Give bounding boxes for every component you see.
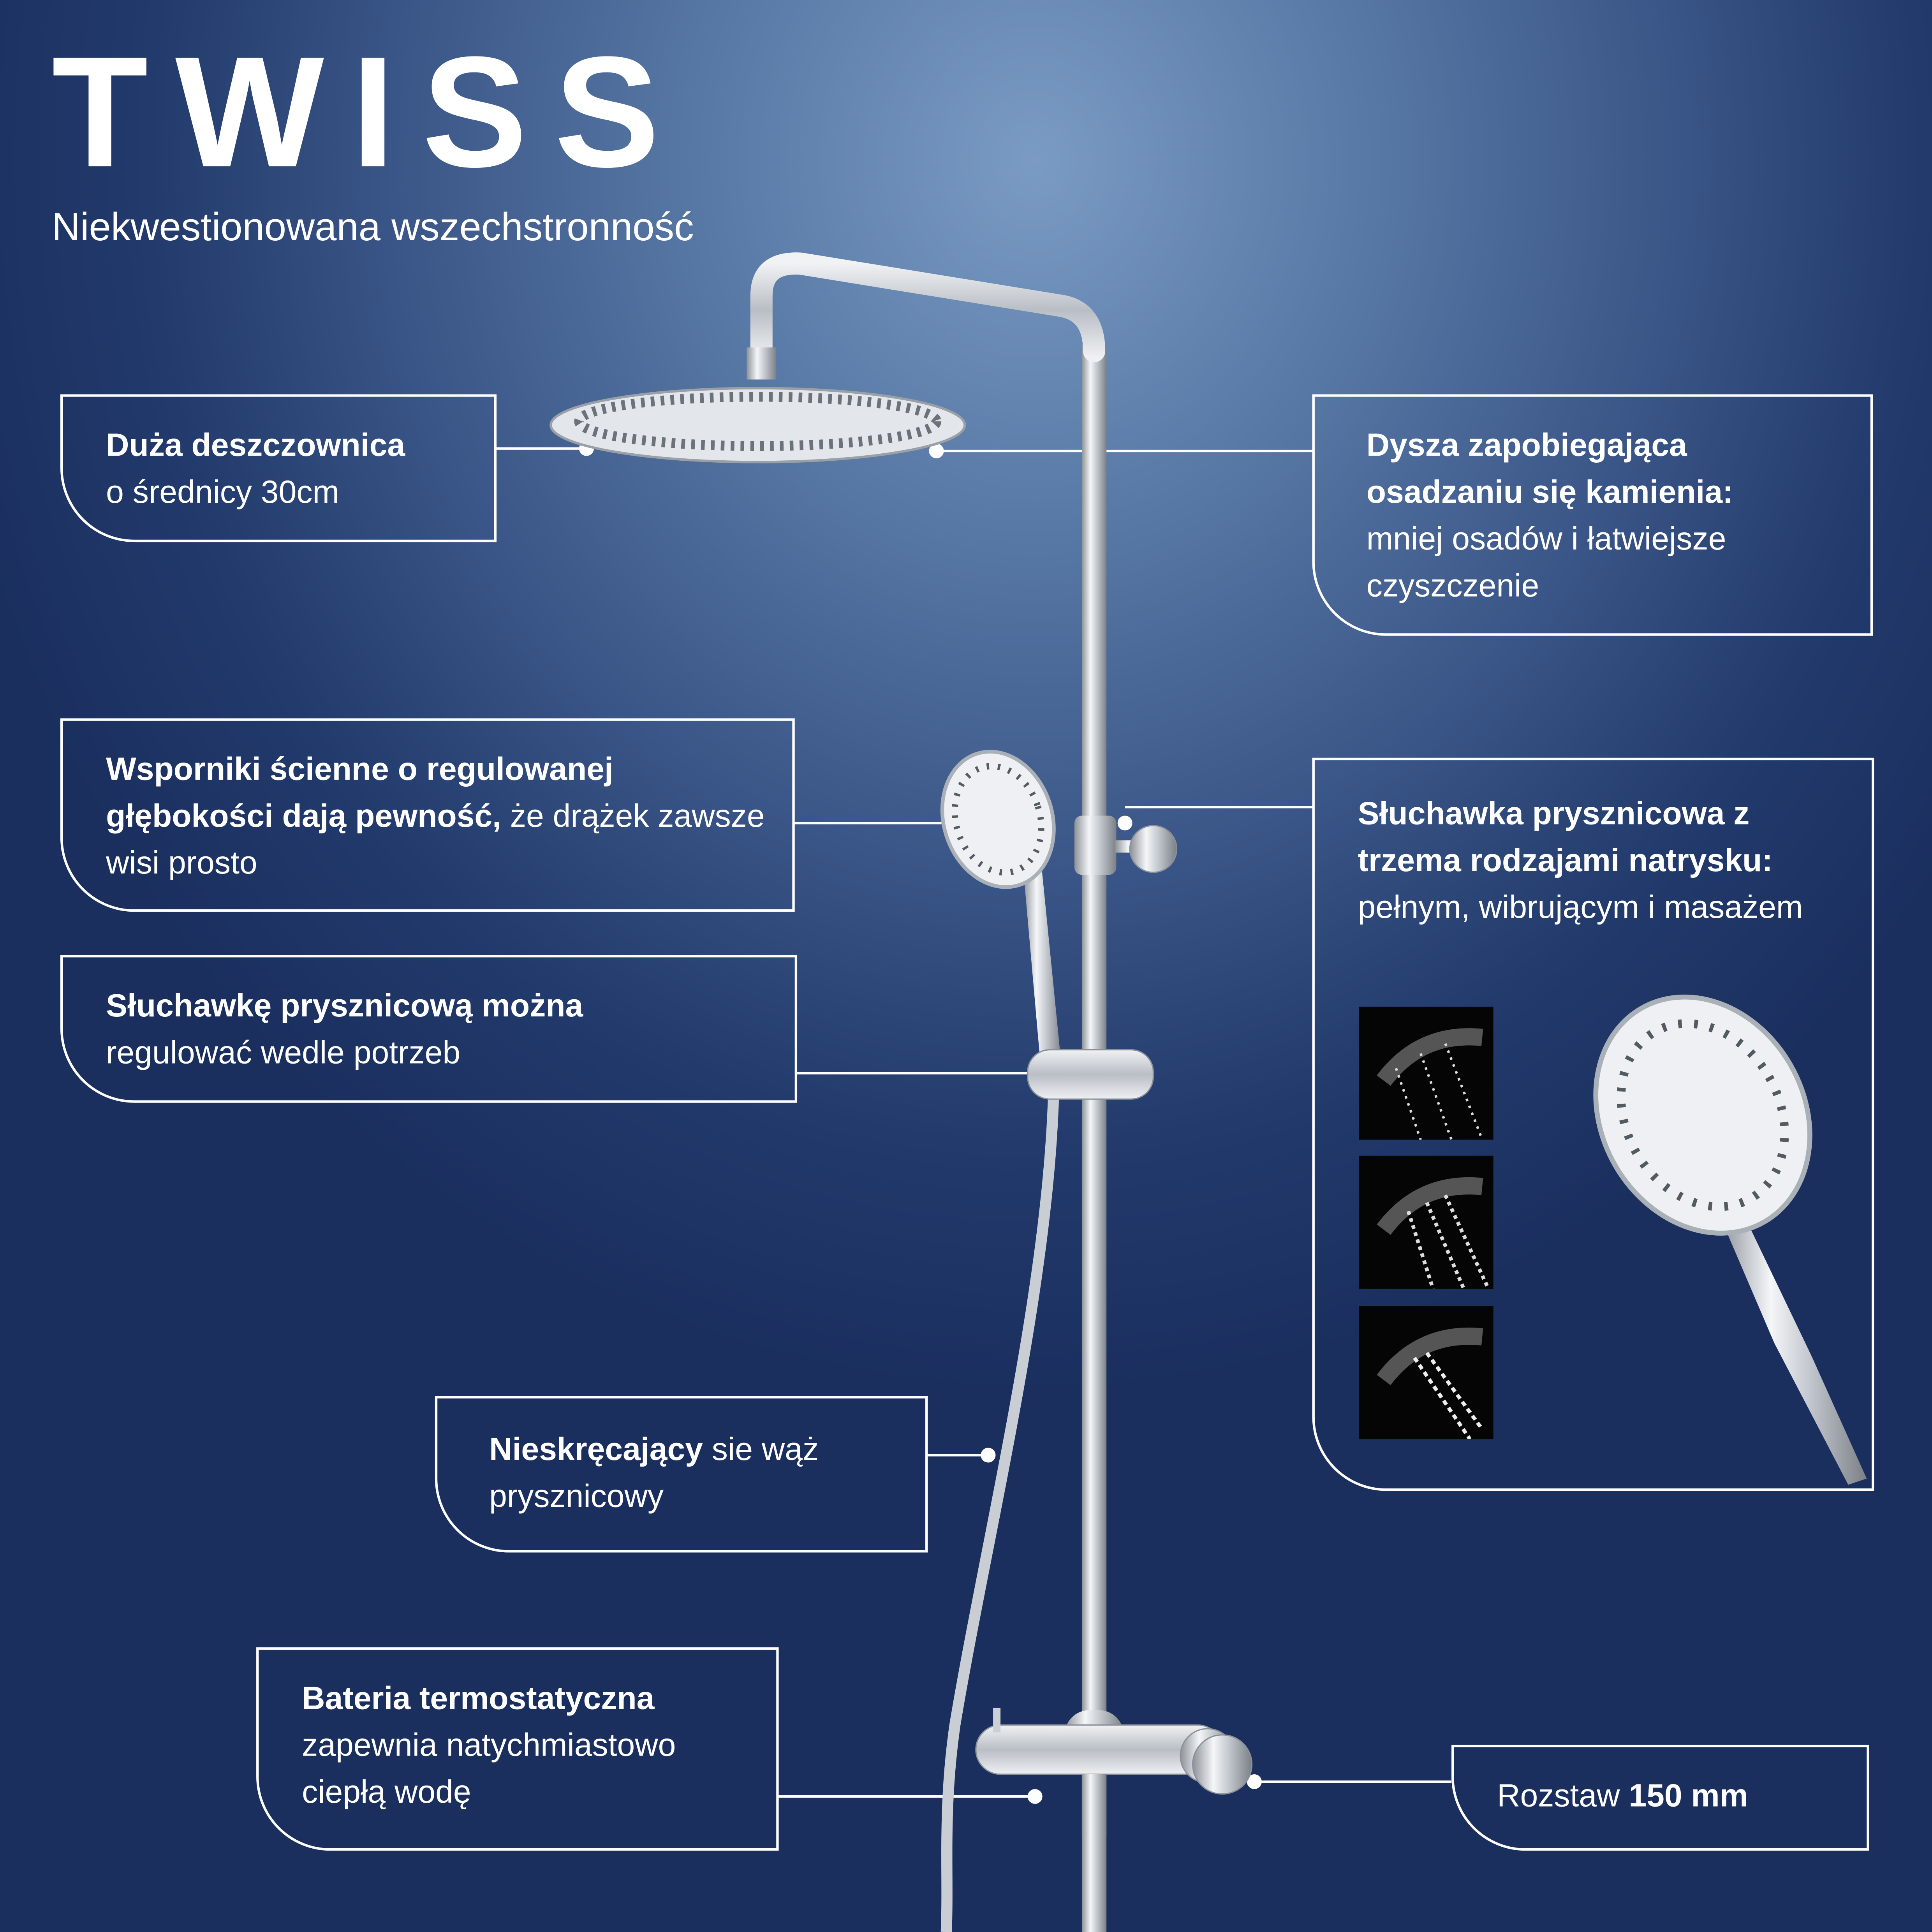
callout-bold: Duża deszczownica	[106, 426, 405, 463]
callout-bold: Dysza zapobiegająca osadzaniu się kamien…	[1366, 426, 1733, 510]
callout-bold: Nieskręcający	[489, 1430, 703, 1468]
brand-title: TWISS	[51, 25, 687, 201]
hand-shower	[940, 750, 1056, 889]
callout-bold: Słuchawkę prysznicową można	[106, 987, 583, 1024]
callout-bold: 150 mm	[1629, 1777, 1748, 1814]
callout-bold: Wsporniki ścienne o regulowanej głębokoś…	[106, 750, 613, 834]
callout-thermostat: Bateria termostatyczna zapewnia natychmi…	[256, 1647, 779, 1851]
callout-spacing: Rozstaw 150 mm	[1451, 1745, 1869, 1851]
callout-text: o średnicy 30cm	[106, 473, 340, 510]
callout-text: sie wąż prysznicowy	[489, 1430, 819, 1515]
callout-text: regulować wedle potrzeb	[106, 1034, 461, 1071]
wall-bracket	[1074, 815, 1117, 875]
callout-bold: Bateria termostatyczna	[302, 1679, 655, 1717]
hose	[940, 1096, 1059, 1932]
spray-mode-vibrating-image	[1359, 1155, 1493, 1289]
spray-mode-massage-image	[1359, 1306, 1493, 1439]
spray-mode-full-image	[1359, 1006, 1493, 1140]
arm	[750, 252, 1106, 369]
rail	[1081, 345, 1107, 1932]
callout-handshower-modes: Słuchawka prysznicowa z trzema rodzajami…	[1312, 757, 1874, 1491]
callout-hose: Nieskręcający sie wąż prysznicowy	[435, 1396, 928, 1553]
callout-text: Rozstaw	[1497, 1777, 1629, 1814]
callout-text: mniej osadów i łatwiejsze czyszczenie	[1366, 520, 1726, 604]
rain-shower-head	[549, 387, 966, 463]
callout-nozzle: Dysza zapobiegająca osadzaniu się kamien…	[1312, 394, 1873, 636]
callout-handshower-adjust: Słuchawkę prysznicową można regulować we…	[60, 955, 798, 1103]
callout-text: że drążek zawsze wisi prosto	[106, 797, 765, 881]
callout-text: zapewnia natychmiastowo ciepłą wodę	[302, 1726, 676, 1810]
callout-bold: Słuchawka prysznicowa z trzema rodzajami…	[1358, 794, 1773, 879]
callout-text: pełnym, wibrującym i masażem	[1358, 888, 1803, 926]
callout-rain-head: Duża deszczownica o średnicy 30cm	[60, 394, 497, 542]
slider-holder	[1027, 1049, 1154, 1100]
brand-subtitle: Niekwestionowana wszechstronność	[51, 204, 694, 249]
handshower-detail-image	[1593, 994, 1867, 1485]
connector-lines	[495, 441, 1452, 1804]
callout-brackets: Wsporniki ścienne o regulowanej głębokoś…	[60, 718, 795, 912]
